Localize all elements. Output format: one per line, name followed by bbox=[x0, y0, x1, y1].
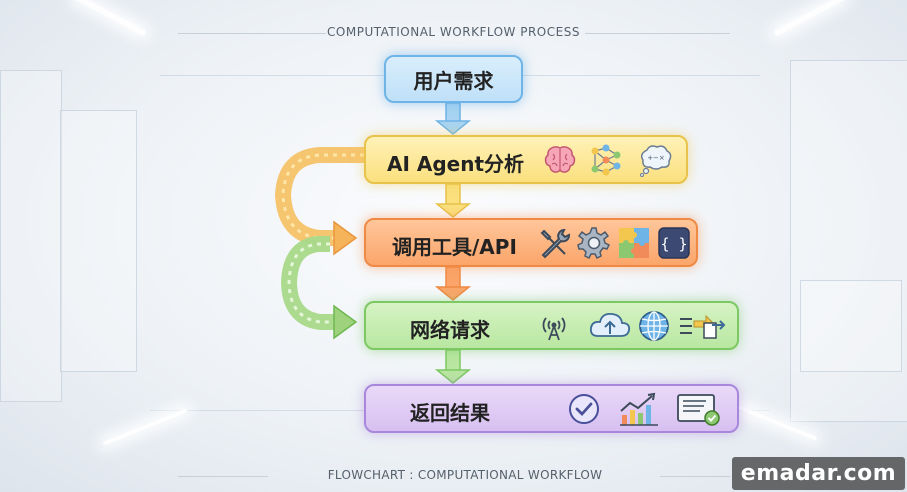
svg-text:{ }: { } bbox=[660, 235, 687, 253]
step-return-result: 返回结果 bbox=[364, 384, 739, 433]
loop-arrow-tools-to-network bbox=[280, 236, 358, 340]
step-network-request-label: 网络请求 bbox=[410, 318, 490, 342]
header-rule-right bbox=[585, 33, 730, 34]
globe-icon bbox=[636, 308, 672, 344]
thinking-bubble-icon: +−× bbox=[638, 142, 674, 178]
report-document-icon bbox=[674, 391, 722, 427]
cloud-upload-icon bbox=[588, 308, 632, 344]
header-rule-left bbox=[178, 33, 326, 34]
footer-caption: FLOWCHART : COMPUTATIONAL WORKFLOW bbox=[327, 468, 603, 482]
footer-rule-right bbox=[660, 476, 730, 477]
arrow-step2-to-step3 bbox=[434, 183, 472, 218]
loop-arrow-analysis-to-tools bbox=[274, 147, 364, 256]
step-ai-agent-analysis: AI Agent分析 +−× bbox=[364, 135, 688, 184]
step-call-tools-api-label: 调用工具/API bbox=[392, 235, 517, 259]
svg-text:+−×: +−× bbox=[647, 154, 665, 162]
puzzle-icon bbox=[616, 225, 652, 261]
tools-icon bbox=[536, 225, 572, 261]
step-call-tools-api: 调用工具/API { } bbox=[364, 218, 698, 267]
neural-network-icon bbox=[588, 142, 624, 178]
growth-chart-icon bbox=[618, 391, 662, 427]
brain-icon bbox=[542, 142, 578, 178]
gear-icon bbox=[576, 225, 612, 261]
antenna-icon bbox=[536, 308, 572, 344]
arrow-step4-to-step5 bbox=[434, 349, 472, 384]
data-transfer-icon bbox=[678, 308, 726, 344]
step-user-demand: 用户需求 bbox=[384, 55, 523, 103]
arrow-step3-to-step4 bbox=[434, 266, 472, 301]
step-ai-agent-analysis-label: AI Agent分析 bbox=[387, 152, 525, 176]
diagram-title: COMPUTATIONAL WORKFLOW PROCESS bbox=[327, 25, 580, 39]
step-network-request: 网络请求 bbox=[364, 301, 739, 350]
watermark: emadar.com bbox=[732, 457, 905, 490]
step-user-demand-label: 用户需求 bbox=[413, 68, 494, 93]
background-panel-right bbox=[790, 60, 907, 422]
background-panel-right-inner bbox=[800, 280, 902, 372]
arrow-step1-to-step2 bbox=[434, 102, 472, 135]
footer-rule-left bbox=[178, 476, 268, 477]
code-braces-icon: { } bbox=[656, 225, 692, 261]
checkmark-icon bbox=[566, 391, 602, 427]
background-panel-left bbox=[0, 70, 62, 402]
step-return-result-label: 返回结果 bbox=[410, 401, 490, 425]
background-panel-left-inner bbox=[60, 110, 137, 372]
